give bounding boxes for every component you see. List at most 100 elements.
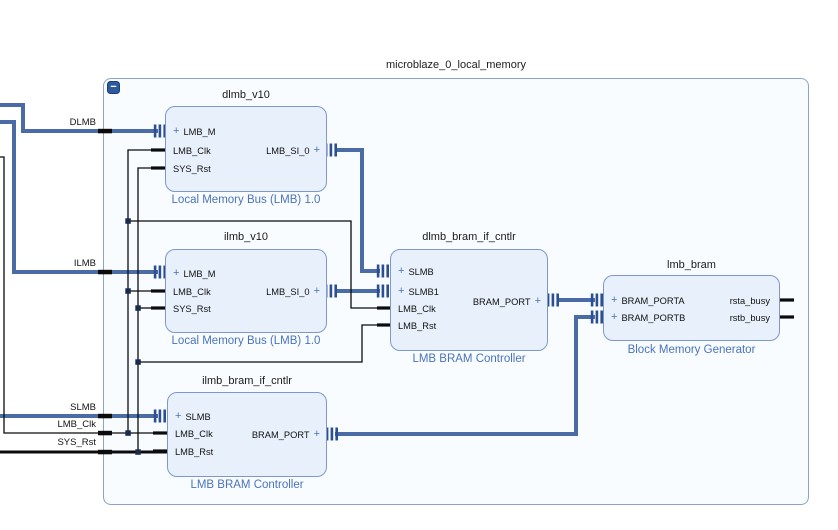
block-caption-dlmb-v10: Local Memory Bus (LMB) 1.0: [171, 194, 321, 206]
collapse-icon[interactable]: −: [107, 81, 120, 94]
interface-pin-dlmb-bram-slmb[interactable]: [376, 264, 389, 278]
expand-port-icon[interactable]: +: [313, 428, 320, 440]
block-caption-lmb-bram: Block Memory Generator: [627, 344, 756, 356]
port-lmb-m[interactable]: + LMB_M: [173, 267, 215, 280]
port-rstb-busy[interactable]: rstb_busy: [730, 311, 770, 324]
junction-dot: [135, 305, 141, 311]
external-port-label-slmb[interactable]: SLMB: [70, 402, 96, 413]
block-title-lmb-bram: lmb_bram: [667, 259, 716, 271]
port-label: LMB_Rst: [398, 320, 437, 331]
wire-sys-rst-branch-dlmb-bram[interactable]: [138, 324, 378, 363]
interface-pin-dlmb-bram-slmb1[interactable]: [376, 284, 389, 298]
wire-ilmb-bramport-to-portb[interactable]: [335, 315, 595, 436]
block-title-ilmb-v10: ilmb_v10: [223, 231, 269, 243]
port-sys-rst[interactable]: SYS_Rst: [173, 162, 211, 175]
wire-ilmb-bus[interactable]: [0, 120, 158, 274]
block-caption-ilmb-bram-if-cntlr: LMB BRAM Controller: [190, 479, 304, 491]
expand-port-icon[interactable]: +: [534, 295, 541, 307]
wire-sys-rst-trunk[interactable]: [137, 167, 153, 452]
port-bram-porta[interactable]: + BRAM_PORTA: [611, 294, 685, 307]
external-port-label-dlmb[interactable]: DLMB: [69, 117, 96, 128]
port-sys-rst[interactable]: SYS_Rst: [173, 302, 211, 315]
hierarchy-title: microblaze_0_local_memory: [385, 59, 526, 71]
block-ilmb-v10[interactable]: + LMB_M LMB_Clk SYS_Rst LMB_SI_0 +: [165, 249, 327, 333]
port-lmb-rst[interactable]: LMB_Rst: [398, 319, 436, 332]
block-lmb-bram[interactable]: + BRAM_PORTA + BRAM_PORTB rsta_busy rstb…: [603, 275, 780, 341]
port-lmb-clk[interactable]: LMB_Clk: [173, 144, 211, 157]
expand-port-icon[interactable]: +: [398, 285, 405, 297]
port-label: LMB_Clk: [173, 145, 211, 156]
expand-port-icon[interactable]: +: [611, 294, 618, 306]
wire-dlmb-bus[interactable]: [0, 103, 158, 133]
port-label: rstb_busy: [729, 312, 770, 323]
block-dlmb-v10[interactable]: + LMB_M LMB_Clk SYS_Rst LMB_SI_0 +: [165, 106, 327, 192]
boundary-tick-dlmb: [98, 128, 112, 134]
port-lmb-clk[interactable]: LMB_Clk: [175, 427, 213, 440]
interface-pin-ilmb-bram-slmb[interactable]: [153, 409, 166, 423]
port-label: BRAM_PORTA: [621, 295, 685, 306]
block-title-ilmb-bram-if-cntlr: ilmb_bram_if_cntlr: [202, 375, 292, 387]
expand-port-icon[interactable]: +: [313, 285, 320, 297]
port-lmb-clk[interactable]: LMB_Clk: [173, 285, 211, 298]
port-bram-port[interactable]: BRAM_PORT +: [252, 428, 320, 441]
port-label: SLMB1: [408, 286, 439, 297]
port-label: rsta_busy: [729, 295, 770, 306]
port-lmb-clk[interactable]: LMB_Clk: [398, 302, 436, 315]
expand-port-icon[interactable]: +: [175, 410, 182, 422]
boundary-tick-lmb-clk: [98, 430, 112, 436]
port-label: SYS_Rst: [173, 163, 211, 174]
wire-lmb-clk-external[interactable]: [0, 156, 168, 434]
port-label: LMB_SI_0: [266, 286, 310, 297]
port-rsta-busy[interactable]: rsta_busy: [730, 294, 770, 307]
external-port-label-sys-rst[interactable]: SYS_Rst: [57, 437, 96, 448]
external-port-label-ilmb[interactable]: ILMB: [73, 258, 96, 269]
port-label: BRAM_PORTB: [621, 312, 686, 323]
interface-pin-lmb-bram-porta[interactable]: [590, 293, 603, 307]
junction-dot: [125, 430, 131, 436]
boundary-tick-slmb: [98, 413, 112, 419]
external-port-label-lmb-clk[interactable]: LMB_Clk: [57, 419, 96, 430]
interface-pin-lmb-bram-portb[interactable]: [590, 310, 603, 324]
boundary-tick-sys-rst: [98, 449, 112, 455]
port-lmb-si-0[interactable]: LMB_SI_0 +: [266, 285, 320, 298]
expand-port-icon[interactable]: +: [398, 265, 405, 277]
block-title-dlmb-v10: dlmb_v10: [222, 89, 270, 101]
interface-pin-ilmb-bram-port[interactable]: [325, 427, 338, 441]
wire-lmb-clk-trunk[interactable]: [127, 149, 153, 433]
wire-lmb-clk-branch-dlmb-bram[interactable]: [128, 220, 378, 309]
block-caption-ilmb-v10: Local Memory Bus (LMB) 1.0: [171, 335, 321, 347]
port-lmb-si-0[interactable]: LMB_SI_0 +: [266, 144, 320, 157]
junction-dot: [135, 449, 141, 455]
port-label: LMB_SI_0: [266, 145, 310, 156]
port-label: SLMB: [408, 266, 434, 277]
port-slmb1[interactable]: + SLMB1: [398, 285, 439, 298]
block-dlmb-bram-if-cntlr[interactable]: + SLMB + SLMB1 LMB_Clk LMB_Rst BRAM_PORT…: [390, 249, 548, 351]
port-label: LMB_Rst: [175, 446, 214, 457]
wire-dlmb-si0-to-slmb[interactable]: [335, 148, 380, 273]
port-label: LMB_M: [183, 268, 216, 279]
port-label: LMB_M: [183, 126, 216, 137]
port-label: SLMB: [185, 411, 211, 422]
port-label: SYS_Rst: [173, 303, 211, 314]
expand-port-icon[interactable]: +: [611, 311, 618, 323]
port-slmb[interactable]: + SLMB: [398, 265, 434, 278]
junction-dot: [135, 359, 141, 365]
port-label: LMB_Clk: [175, 428, 213, 439]
port-slmb[interactable]: + SLMB: [175, 410, 211, 423]
expand-port-icon[interactable]: +: [313, 144, 320, 156]
port-label: LMB_Clk: [398, 303, 436, 314]
port-lmb-rst[interactable]: LMB_Rst: [175, 445, 213, 458]
port-lmb-m[interactable]: + LMB_M: [173, 125, 215, 138]
junction-dot: [125, 288, 131, 294]
expand-port-icon[interactable]: +: [173, 267, 180, 279]
expand-port-icon[interactable]: +: [173, 125, 180, 137]
block-caption-dlmb-bram-if-cntlr: LMB BRAM Controller: [412, 353, 526, 365]
port-bram-portb[interactable]: + BRAM_PORTB: [611, 311, 685, 324]
interface-pin-dlmb-bram-port[interactable]: [546, 293, 559, 307]
junction-dot: [125, 218, 131, 224]
block-ilmb-bram-if-cntlr[interactable]: + SLMB LMB_Clk LMB_Rst BRAM_PORT +: [167, 392, 327, 477]
port-bram-port[interactable]: BRAM_PORT +: [473, 295, 541, 308]
port-label: BRAM_PORT: [251, 429, 310, 440]
